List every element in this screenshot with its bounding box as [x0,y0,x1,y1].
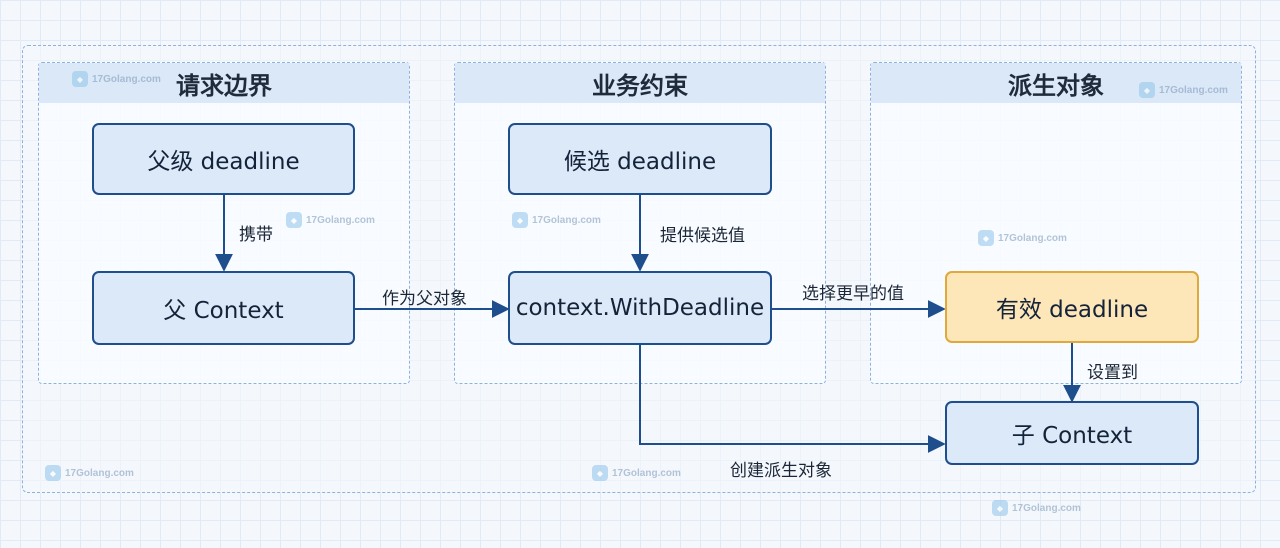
edge-create-derived [639,345,946,453]
watermark-logo-icon: ◆ [1139,82,1155,98]
watermark-logo-icon: ◆ [72,71,88,87]
watermark: ◆ 17Golang.com [72,71,161,87]
watermark-logo-icon: ◆ [286,212,302,228]
watermark-logo-icon: ◆ [512,212,528,228]
node-effective-deadline: 有效 deadline [945,271,1199,343]
node-child-context: 子 Context [945,401,1199,465]
watermark: ◆ 17Golang.com [992,500,1081,516]
edge-label-set-to: 设置到 [1087,363,1138,383]
watermark-text: 17Golang.com [998,232,1067,244]
watermark: ◆ 17Golang.com [286,212,375,228]
watermark-text: 17Golang.com [92,73,161,85]
watermark: ◆ 17Golang.com [978,230,1067,246]
watermark-logo-icon: ◆ [992,500,1008,516]
edge-label-carry: 携带 [239,225,273,245]
watermark-text: 17Golang.com [65,467,134,479]
edge-label-provide-candidate: 提供候选值 [660,226,745,246]
node-with-deadline: context.WithDeadline [508,271,772,345]
edge-label-as-parent: 作为父对象 [382,289,467,309]
watermark-text: 17Golang.com [306,214,375,226]
group-title-request-boundary: 请求边界 [39,63,409,103]
watermark-text: 17Golang.com [1159,84,1228,96]
watermark-logo-icon: ◆ [978,230,994,246]
edge-label-create-derived: 创建派生对象 [730,461,832,481]
group-title-business-constraint: 业务约束 [455,63,825,103]
watermark-logo-icon: ◆ [592,465,608,481]
group-title-derived-object: 派生对象 [871,63,1241,103]
node-parent-context: 父 Context [92,271,355,345]
watermark-text: 17Golang.com [1012,502,1081,514]
node-candidate-deadline: 候选 deadline [508,123,772,195]
watermark: ◆ 17Golang.com [592,465,681,481]
edge-label-choose-earlier: 选择更早的值 [802,284,904,304]
watermark: ◆ 17Golang.com [1139,82,1228,98]
watermark-text: 17Golang.com [612,467,681,479]
watermark-logo-icon: ◆ [45,465,61,481]
watermark-text: 17Golang.com [532,214,601,226]
node-parent-deadline: 父级 deadline [92,123,355,195]
watermark: ◆ 17Golang.com [45,465,134,481]
watermark: ◆ 17Golang.com [512,212,601,228]
